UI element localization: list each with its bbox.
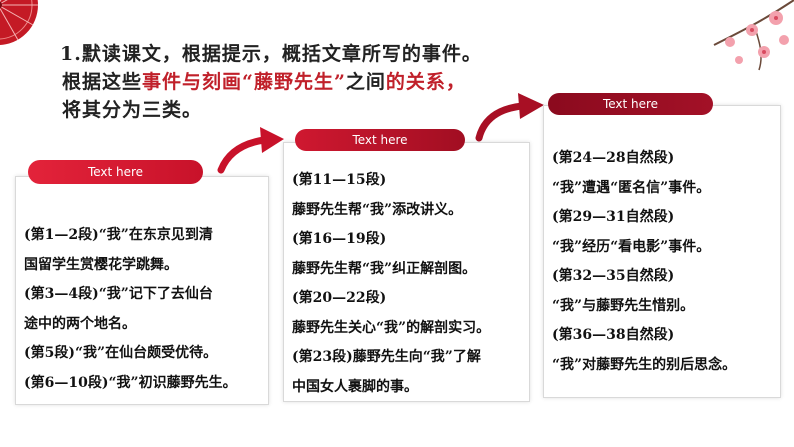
cherry-blossom-decoration bbox=[713, 0, 794, 71]
instruction-line-3: 将其分为三类。 bbox=[62, 99, 203, 121]
card-3-header-pill: Text here bbox=[548, 93, 713, 115]
card-1-line-5: (第5段)“我”在仙台颇受优待。 bbox=[24, 345, 218, 361]
card-3-line-2: “我”遭遇“匿名信”事件。 bbox=[552, 179, 711, 196]
instruction-line-2-pre: 根据这些 bbox=[62, 71, 143, 93]
instruction-line-1: 1.默读课文，根据提示，概括文章所写的事件。 bbox=[60, 43, 482, 65]
instruction-block: 1.默读课文，根据提示，概括文章所写的事件。 根据这些事件与刻画“藤野先生”之间… bbox=[60, 40, 600, 124]
card-3-line-1: (第24—28自然段) bbox=[552, 150, 675, 166]
card-2-line-2: 藤野先生帮“我”添改讲义。 bbox=[292, 201, 463, 218]
card-2-line-3: (第16—19段) bbox=[292, 231, 387, 247]
card-1-line-1: (第1—2段)“我”在东京见到清 bbox=[24, 227, 213, 243]
card-1-header-pill: Text here bbox=[28, 160, 203, 184]
category-card-2: (第11—15段) 藤野先生帮“我”添改讲义。 (第16—19段) 藤野先生帮“… bbox=[283, 142, 530, 402]
instruction-line-2: 根据这些事件与刻画“藤野先生”之间的关系， bbox=[60, 68, 600, 96]
card-3-line-8: “我”对藤野先生的别后思念。 bbox=[552, 356, 737, 373]
card-3-line-5: (第32—35自然段) bbox=[552, 268, 675, 284]
card-1-line-4: 途中的两个地名。 bbox=[24, 315, 136, 332]
category-card-1: (第1—2段)“我”在东京见到清 国留学生赏樱花学跳舞。 (第3—4段)“我”记… bbox=[15, 176, 269, 405]
card-3-line-6: “我”与藤野先生惜别。 bbox=[552, 297, 695, 314]
card-2-line-1: (第11—15段) bbox=[292, 172, 387, 188]
card-1-line-6: (第6—10段)“我”初识藤野先生。 bbox=[24, 374, 237, 391]
card-3-line-7: (第36—38自然段) bbox=[552, 327, 675, 343]
card-1-line-2: 国留学生赏樱花学跳舞。 bbox=[24, 256, 178, 273]
card-2-line-4: 藤野先生帮“我”纠正解剖图。 bbox=[292, 260, 477, 277]
instruction-line-2-mid: 之间 bbox=[345, 71, 386, 93]
instruction-highlight-1: 事件与刻画“藤野先生” bbox=[142, 71, 346, 93]
category-card-3: (第24—28自然段) “我”遭遇“匿名信”事件。 (第29—31自然段) “我… bbox=[543, 105, 781, 398]
card-1-line-3: (第3—4段)“我”记下了去仙台 bbox=[24, 286, 213, 302]
card-2-header-pill: Text here bbox=[295, 129, 465, 151]
curved-arrow-2-icon bbox=[475, 93, 544, 142]
card-2-line-8: 中国女人裹脚的事。 bbox=[292, 378, 418, 395]
curved-arrow-1-icon bbox=[217, 127, 284, 174]
card-2-line-6: 藤野先生关心“我”的解剖实习。 bbox=[292, 319, 491, 336]
card-2-line-7: (第23段)藤野先生向“我”了解 bbox=[292, 349, 481, 365]
card-3-line-3: (第29—31自然段) bbox=[552, 209, 675, 225]
card-2-line-5: (第20—22段) bbox=[292, 290, 387, 306]
umbrella-decoration bbox=[0, 0, 38, 45]
instruction-highlight-2: 的关系， bbox=[385, 71, 466, 93]
card-3-line-4: “我”经历“看电影”事件。 bbox=[552, 238, 711, 255]
